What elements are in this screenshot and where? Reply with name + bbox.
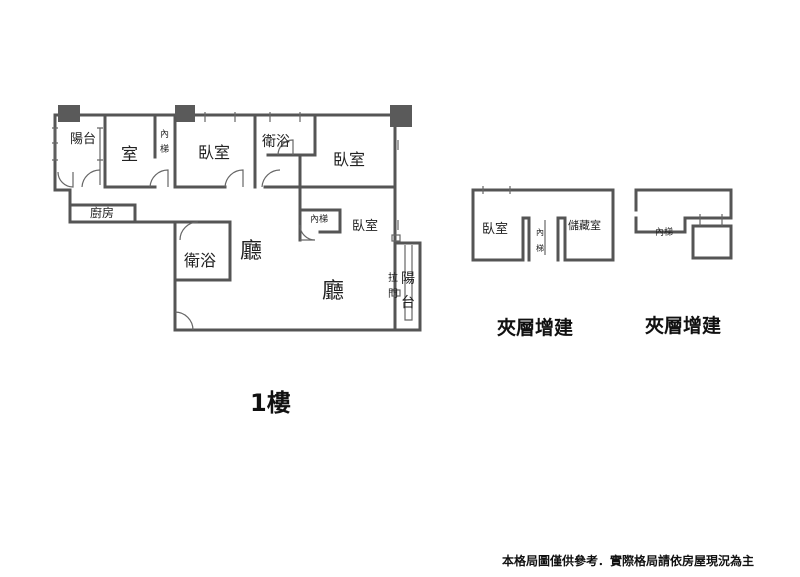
floor-label: 1樓 [250, 389, 291, 417]
hall-1-label: 廳 [240, 239, 262, 264]
stair-a-label-1: 內 [160, 129, 169, 140]
mezz1-stair-label-2: 梯 [536, 243, 544, 253]
mezz1-storage-label: 儲藏室 [568, 218, 601, 232]
balcony-right-label-1: 陽 [401, 271, 415, 287]
sliding-door-label-2: 門 [388, 288, 398, 300]
mezz2-stair-label: 內梯 [655, 226, 673, 238]
mezzanine-2-plan: 內梯 [634, 188, 733, 260]
pillar [390, 105, 412, 127]
bedroom-2-label: 臥室 [333, 150, 365, 169]
balcony-right-label-2: 台 [401, 295, 415, 311]
bath-top-label: 衛浴 [262, 134, 290, 150]
disclaimer: 本格局圖僅供參考．實際格局請依房屋現況為主 [502, 554, 755, 568]
stair-b-label: 內梯 [310, 213, 328, 225]
kitchen-label: 廚房 [90, 205, 114, 220]
mezz1-stair-label-1: 內 [536, 228, 544, 237]
room-label: 室 [121, 145, 138, 165]
hall-2-label: 廳 [322, 279, 344, 304]
sliding-door-label-1: 拉 [388, 271, 398, 284]
bedroom-3-label: 臥室 [352, 218, 378, 234]
floor1-plan: 陽台 室 內 梯 臥室 衛浴 臥室 廚房 內梯 臥室 衛浴 廳 廳 拉 門 陽 … [52, 105, 422, 332]
pillar [175, 105, 195, 122]
pillar [58, 105, 80, 122]
mezz1-title: 夾層增建 [497, 317, 574, 339]
stair-a-label-2: 梯 [160, 143, 169, 155]
bath-main-label: 衛浴 [184, 251, 216, 270]
balcony-left-label: 陽台 [70, 132, 96, 147]
mezz1-bedroom-label: 臥室 [482, 221, 508, 237]
mezzanine-1-plan: 臥室 內 梯 儲藏室 [471, 186, 615, 262]
bedroom-1-label: 臥室 [198, 143, 230, 162]
mezz2-title: 夾層增建 [645, 315, 722, 337]
